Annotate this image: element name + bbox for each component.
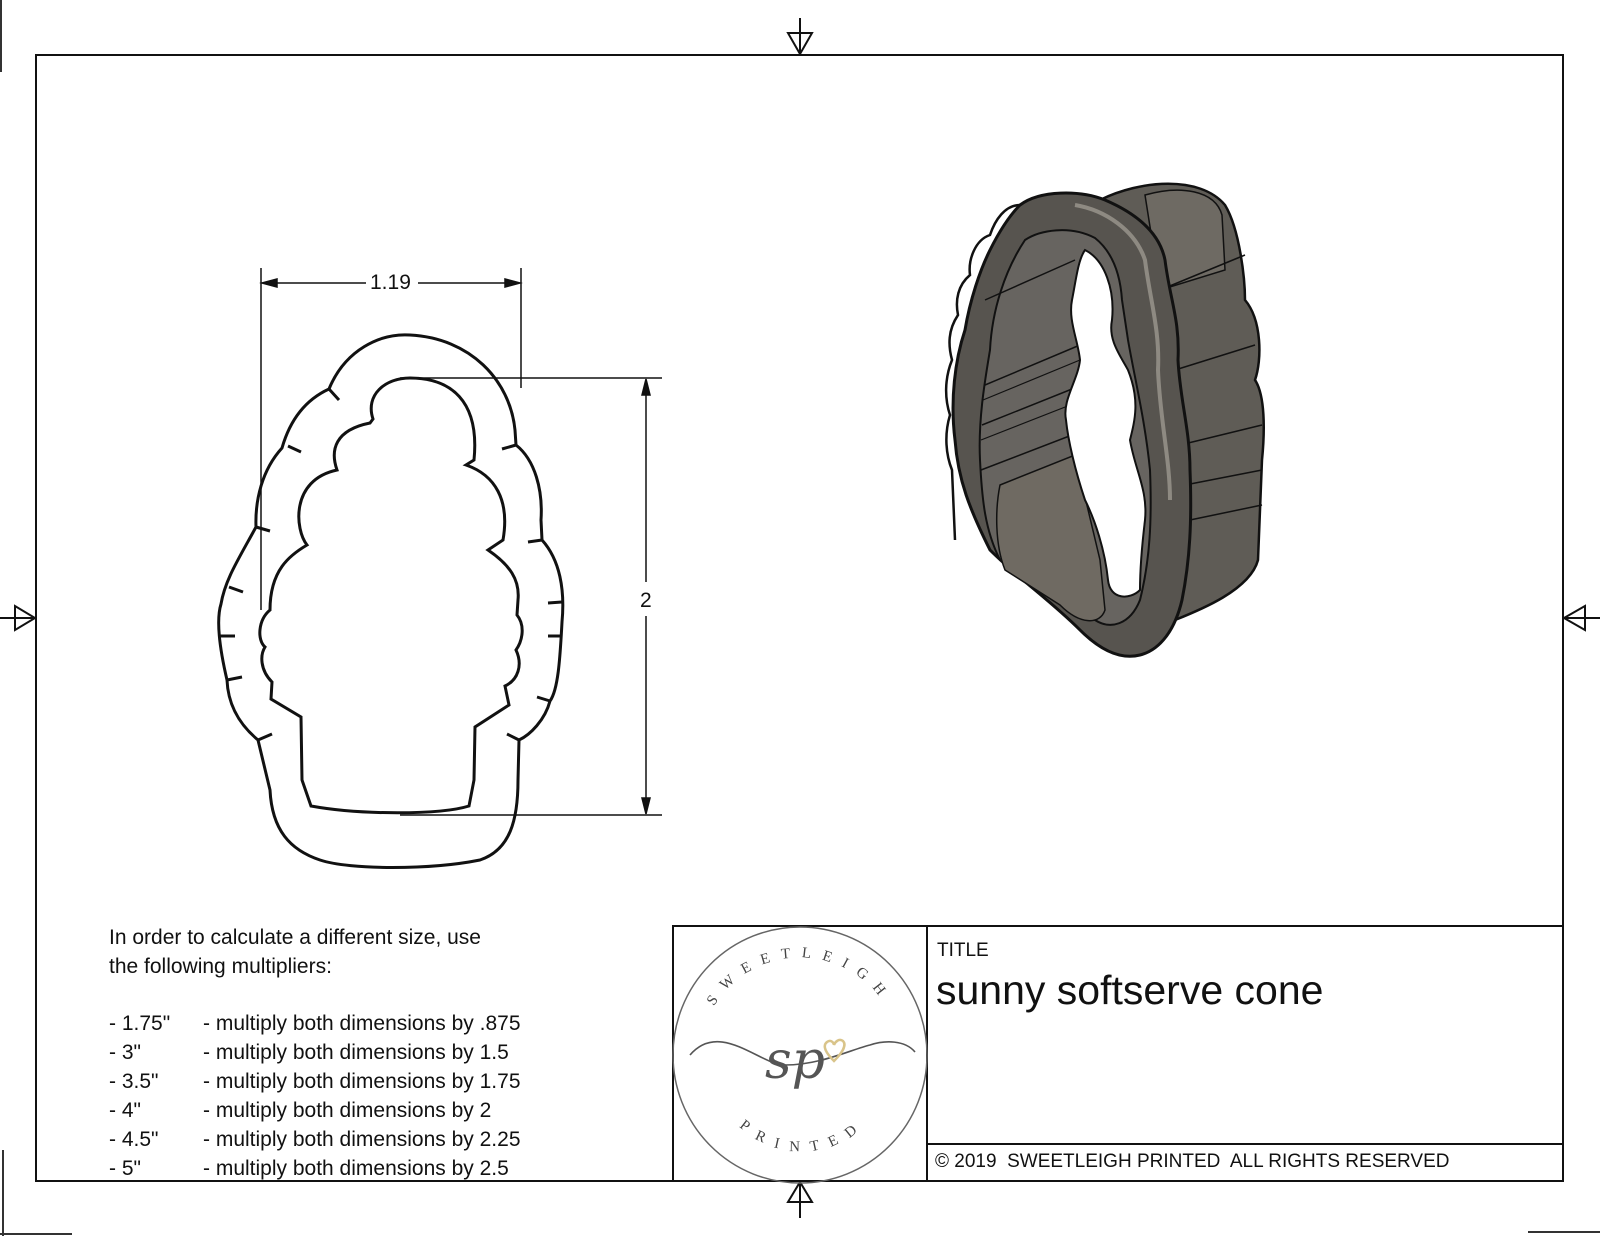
cutter-outline-2d [217,333,565,869]
center-marker-right-icon [1561,604,1600,632]
multiplier-desc: - multiply both dimensions by 1.75 [203,1070,521,1093]
notes-intro-line-1: In order to calculate a different size, … [109,926,481,949]
multiplier-list: - 1.75" - multiply both dimensions by .8… [109,1009,521,1183]
multiplier-size: - 3.5" [109,1070,159,1093]
heart-icon [823,1038,846,1063]
svg-text:sp: sp [765,1031,825,1091]
copyright-notice: © 2019 SWEETLEIGH PRINTED ALL RIGHTS RES… [935,1151,1450,1172]
title-label: TITLE [937,940,989,961]
cutter-inner-2d [258,376,524,815]
multiplier-size: - 4" [109,1099,141,1122]
multiplier-desc: - multiply both dimensions by 2 [203,1099,492,1122]
sizing-notes: In order to calculate a different size, … [109,923,521,1183]
center-marker-bottom-icon [786,1180,814,1218]
dimension-height [400,377,662,816]
cutter-render-3d [944,182,1265,658]
multiplier-item: - 5" - multiply both dimensions by 2.5 [109,1154,521,1183]
multiplier-item: - 1.75" - multiply both dimensions by .8… [109,1009,521,1038]
notes-intro-line-2: the following multipliers: [109,955,332,978]
dimension-width [259,268,523,610]
dimension-width-label: 1.19 [366,271,415,295]
multiplier-desc: - multiply both dimensions by .875 [203,1012,521,1035]
multiplier-item: - 3" - multiply both dimensions by 1.5 [109,1038,521,1067]
multiplier-size: - 5" [109,1157,141,1180]
multiplier-size: - 3" [109,1041,141,1064]
multiplier-desc: - multiply both dimensions by 2.25 [203,1128,521,1151]
svg-text:PRINTED: PRINTED [736,1115,869,1155]
dimension-height-label: 2 [640,586,652,616]
multiplier-desc: - multiply both dimensions by 1.5 [203,1041,509,1064]
center-marker-top-icon [786,18,814,57]
center-marker-left-icon [0,604,37,632]
multiplier-item: - 4.5" - multiply both dimensions by 2.2… [109,1125,521,1154]
multiplier-size: - 1.75" [109,1012,171,1035]
multiplier-size: - 4.5" [109,1128,159,1151]
multiplier-item: - 4" - multiply both dimensions by 2 [109,1096,521,1125]
svg-text:SWEETLEIGH: SWEETLEIGH [704,945,895,1009]
multiplier-item: - 3.5" - multiply both dimensions by 1.7… [109,1067,521,1096]
multiplier-desc: - multiply both dimensions by 2.5 [203,1157,509,1180]
sweetleigh-logo: SWEETLEIGH PRINTED sp [672,926,928,1184]
drawing-title: sunny softserve cone [936,967,1324,1013]
